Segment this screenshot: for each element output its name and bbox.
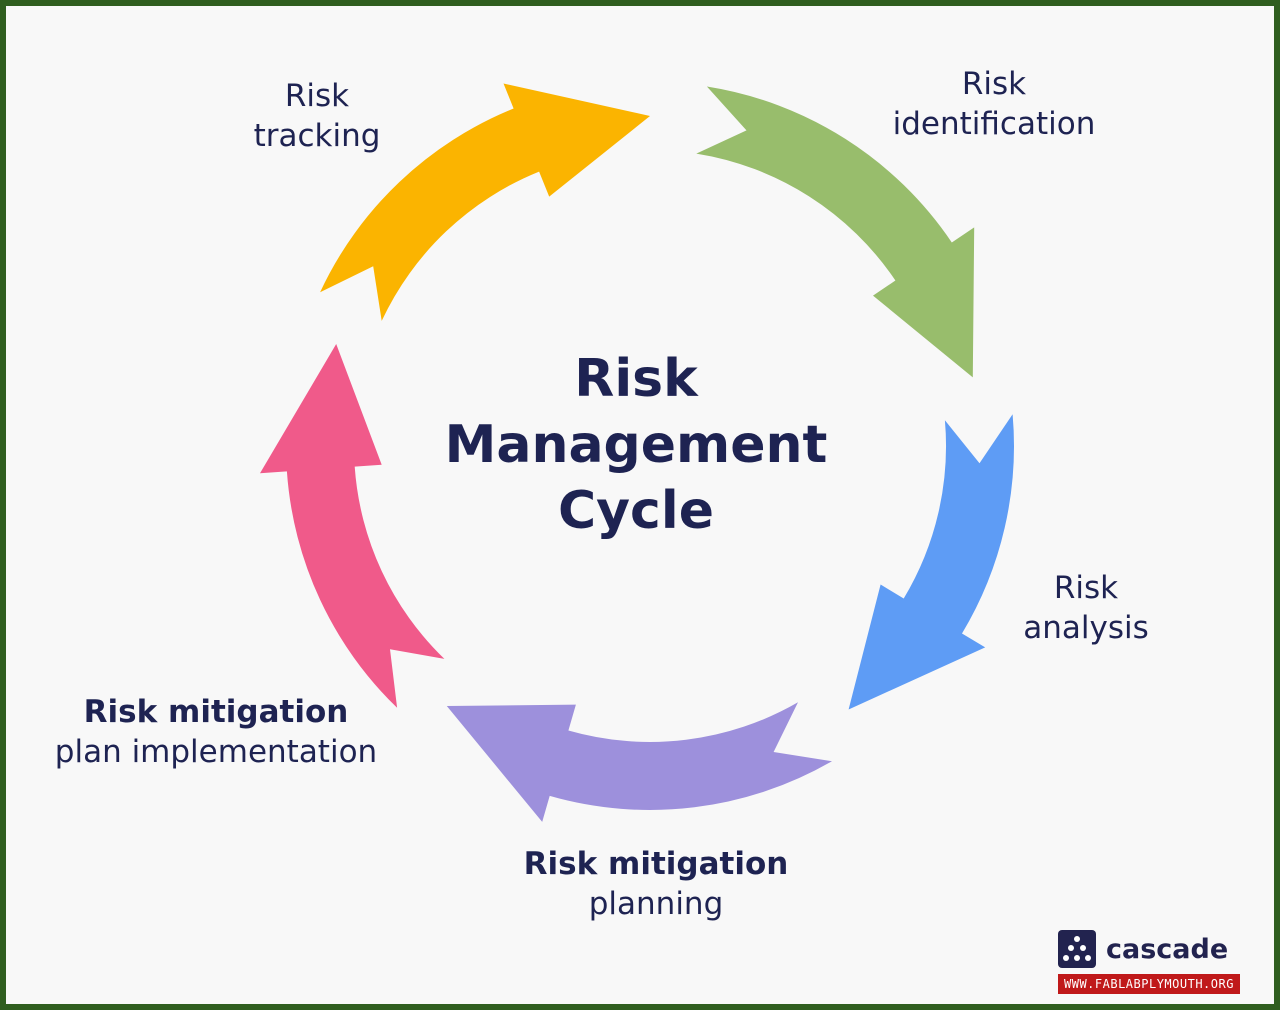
brand-name: cascade — [1106, 933, 1229, 965]
watermark: WWW.FABLABPLYMOUTH.ORG — [1058, 974, 1240, 994]
stage-label-identification: Risk identification — [892, 66, 1096, 142]
diagram-title: Risk Management Cycle — [386, 346, 886, 544]
cycle-arrow-mitigation-implementation — [260, 344, 445, 708]
diagram-canvas: Risk Management Cycle Risk identificatio… — [4, 4, 1276, 1006]
stage-label-mitigation-planning: Risk mitigation planning — [523, 846, 789, 922]
cascade-logo-icon — [1058, 930, 1096, 968]
stage-label-analysis: Risk analysis — [1023, 570, 1149, 646]
stage-label-tracking: Risk tracking — [253, 78, 381, 154]
title-line-3: Cycle — [558, 481, 714, 541]
cycle-arrows — [260, 83, 1014, 822]
cycle-arrow-analysis — [848, 414, 1014, 710]
title-line-1: Risk — [574, 349, 698, 409]
cycle-arrow-identification — [696, 86, 975, 378]
brand-logo: cascade — [1058, 930, 1228, 968]
cycle-arrow-mitigation-planning — [446, 702, 832, 822]
title-line-2: Management — [444, 415, 828, 475]
stage-label-mitigation-implementation: Risk mitigation plan implementation — [54, 694, 378, 770]
cycle-arrow-tracking — [320, 83, 650, 321]
